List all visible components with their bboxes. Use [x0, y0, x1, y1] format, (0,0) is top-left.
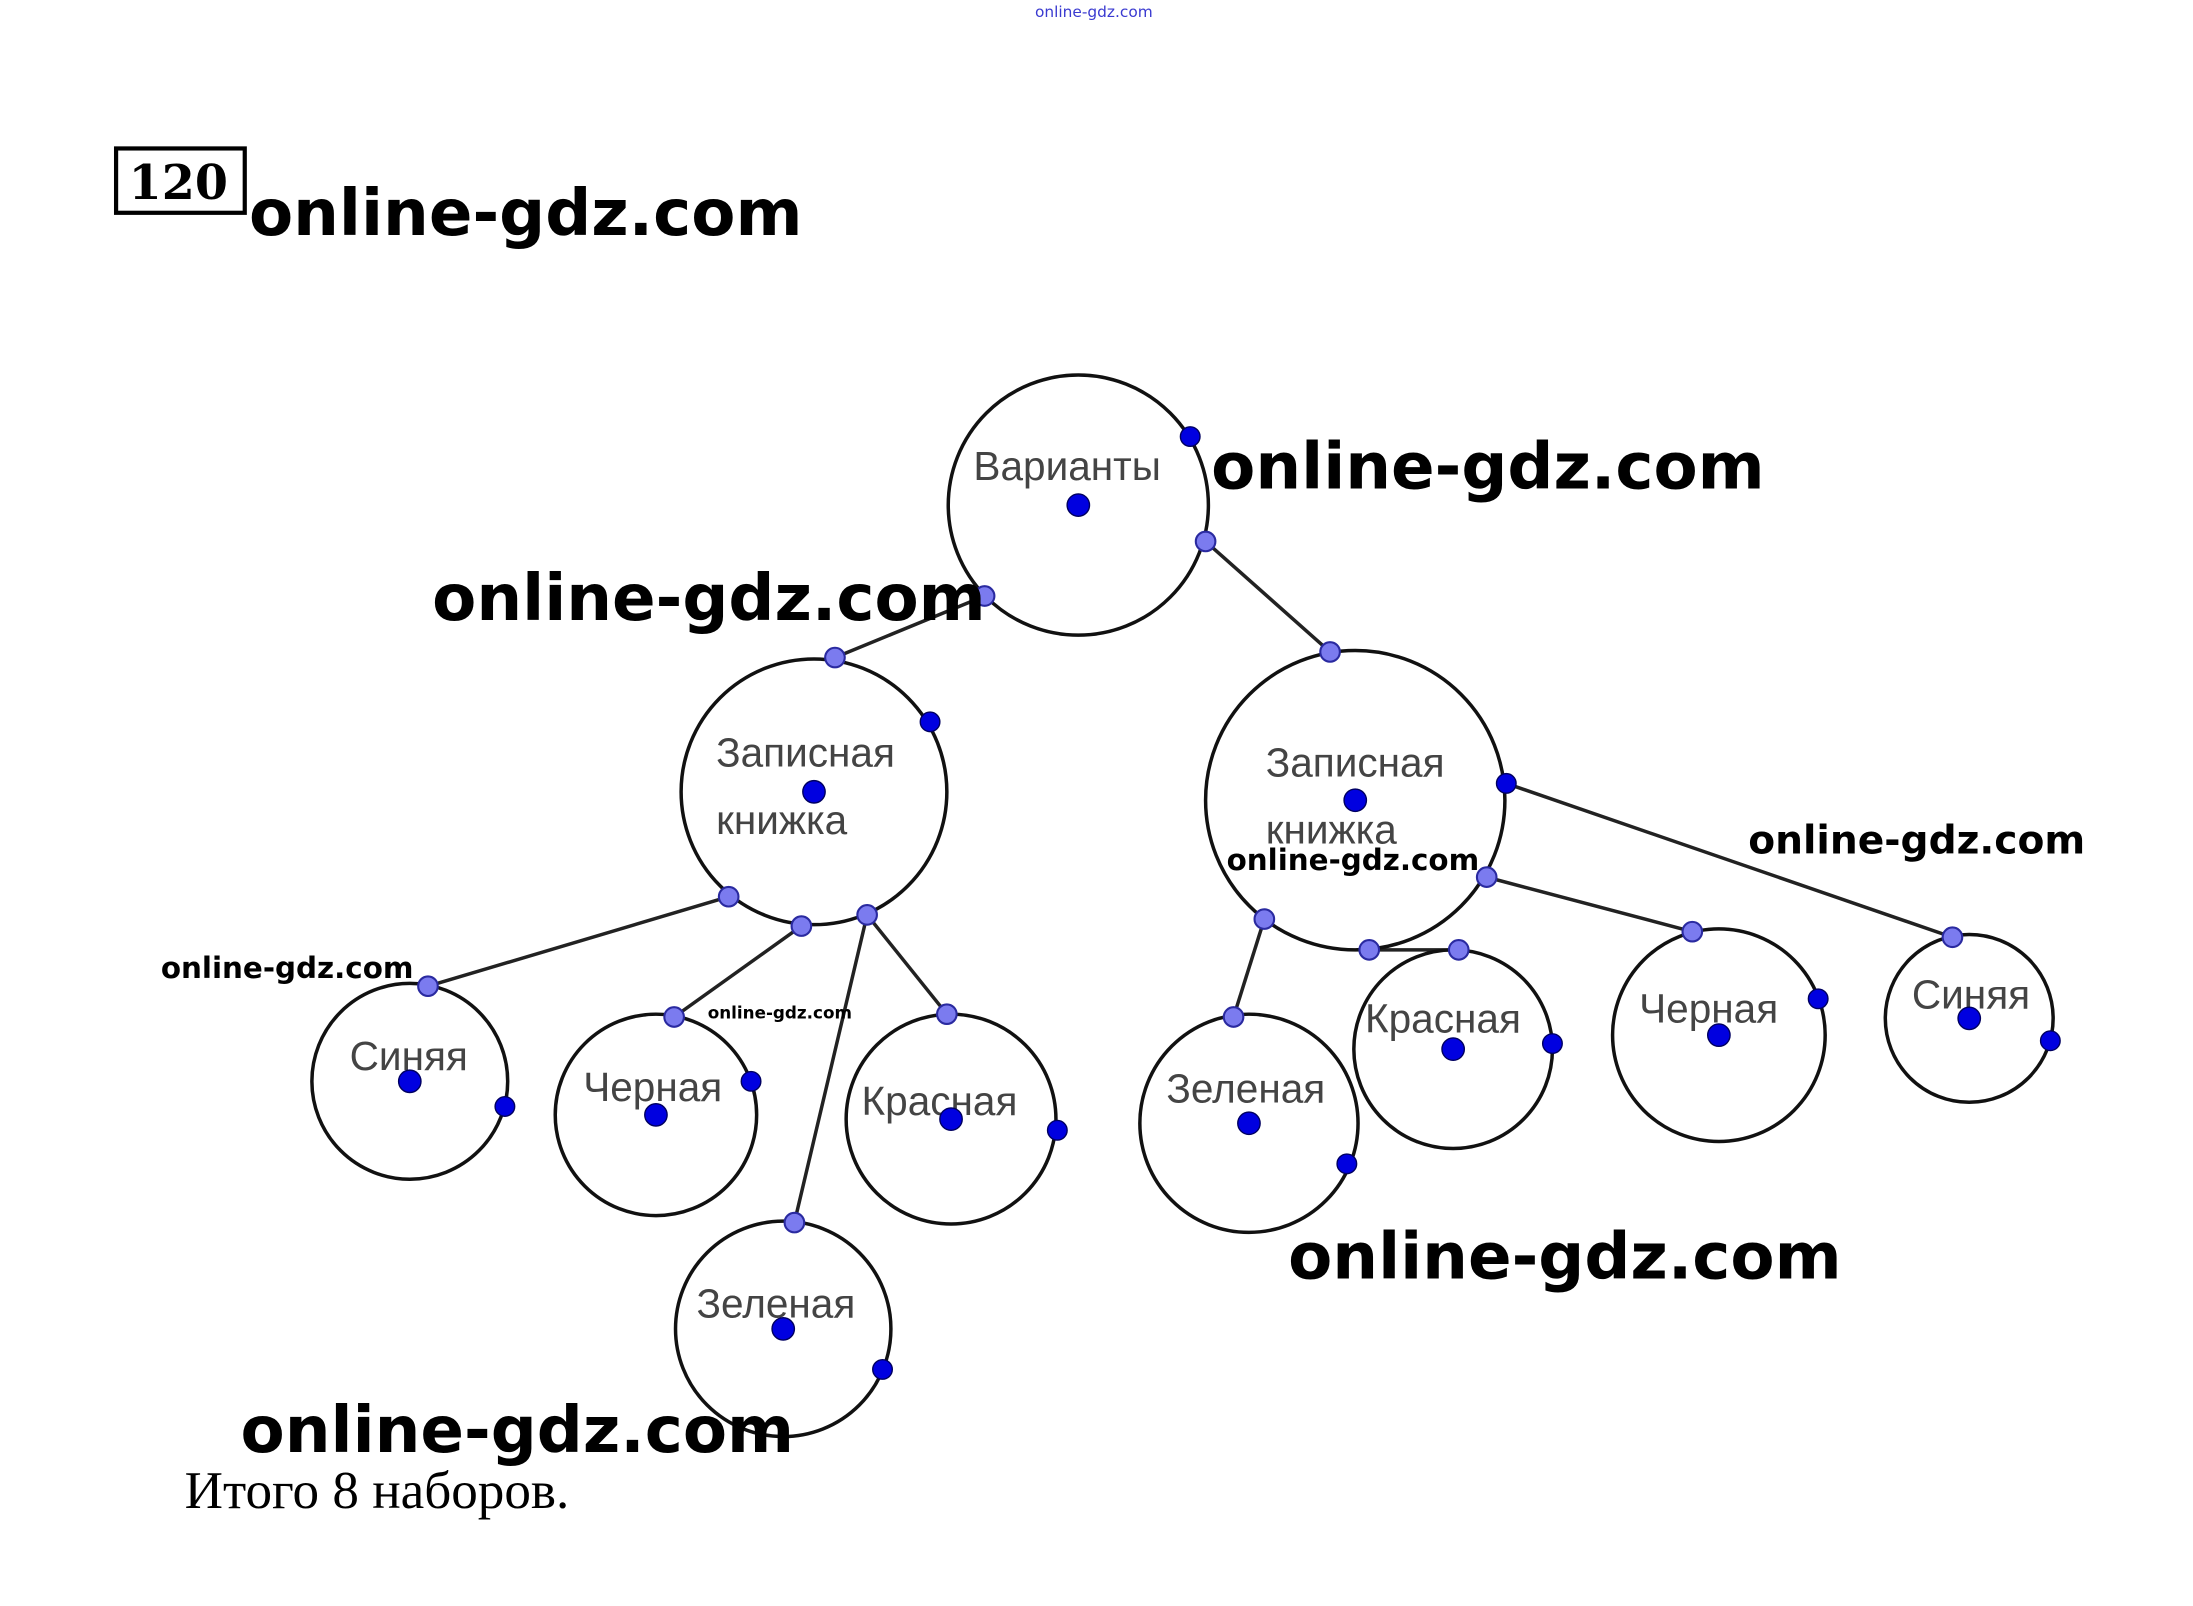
watermark: online-gdz.com — [432, 561, 986, 636]
center-point — [802, 779, 826, 804]
node-label: Варианты — [973, 443, 1160, 489]
edge — [1204, 540, 1332, 654]
problem-number: 120 — [129, 155, 228, 211]
edge — [427, 895, 730, 988]
edge-endpoint — [936, 1003, 958, 1026]
edge — [1486, 875, 1693, 934]
header-watermark: online-gdz.com — [1035, 3, 1153, 21]
watermark: online-gdz.com — [161, 951, 414, 985]
node-label: Зеленая — [697, 1281, 856, 1327]
center-point — [1957, 1006, 1982, 1031]
watermark: online-gdz.com — [1227, 843, 1480, 877]
radius-handle-point — [1495, 772, 1517, 794]
center-point — [397, 1069, 422, 1094]
leaf-black-right: Черная — [1610, 927, 1829, 1144]
edge — [1505, 781, 1954, 939]
center-point — [771, 1316, 796, 1341]
node-label: Черная — [1639, 986, 1778, 1032]
edge — [1231, 918, 1266, 1018]
center-point — [1237, 1111, 1261, 1136]
node-label: Красная — [862, 1078, 1018, 1124]
node-label: книжка — [716, 797, 848, 843]
center-point — [1066, 493, 1091, 517]
edge-endpoint — [1319, 641, 1341, 663]
edge-endpoint — [1222, 1006, 1245, 1028]
center-point — [1441, 1037, 1466, 1062]
node-label: Красная — [1365, 995, 1521, 1041]
edge — [834, 594, 986, 660]
edge — [792, 914, 869, 1223]
notebook-right-node: Записная книжка — [1203, 648, 1517, 952]
edge-endpoint — [1447, 939, 1470, 961]
root-node: Варианты — [946, 373, 1211, 637]
edge-endpoint — [783, 1211, 806, 1234]
radius-handle-point — [872, 1358, 894, 1380]
leaf-red-left: Красная — [844, 1012, 1068, 1226]
watermark: online-gdz.com — [241, 1393, 795, 1468]
edge — [673, 924, 803, 1019]
edge-endpoint — [1681, 920, 1704, 943]
watermark: online-gdz.com — [249, 176, 803, 251]
radius-handle-point — [1336, 1153, 1358, 1175]
edge — [865, 913, 949, 1016]
radius-handle-point — [2039, 1030, 2061, 1052]
edge-endpoint — [856, 904, 878, 926]
edge-endpoint — [417, 975, 439, 998]
total-sets-text: Итого 8 наборов. — [185, 1462, 570, 1520]
node-label: Зеленая — [1166, 1065, 1325, 1111]
leaf-blue-right: Синяя — [1883, 932, 2061, 1105]
edge-endpoint — [717, 885, 740, 908]
watermark: online-gdz.com — [1211, 429, 1765, 504]
radius-handle-point — [494, 1096, 516, 1117]
node-label: Черная — [583, 1064, 722, 1110]
leaf-blue-left: Синяя — [310, 981, 516, 1181]
radius-handle-point — [1179, 426, 1201, 448]
edge-endpoint — [1941, 926, 1964, 949]
radius-handle-point — [1807, 988, 1829, 1010]
radius-handle-point — [740, 1070, 762, 1092]
edge-endpoint — [824, 646, 846, 669]
leaf-green-right: Зеленая — [1138, 1012, 1360, 1235]
edge-endpoint — [1253, 908, 1276, 930]
radius-handle-point — [1541, 1033, 1563, 1055]
leaf-green-left: Зеленая — [673, 1219, 894, 1439]
node-label: книжка — [1266, 807, 1398, 853]
center-point — [939, 1107, 963, 1131]
edge-endpoint — [790, 915, 813, 937]
center-point — [644, 1102, 668, 1127]
edge-endpoint — [973, 585, 996, 607]
radius-handle-point — [919, 711, 941, 733]
edge-endpoint — [1358, 939, 1381, 961]
watermark: online-gdz.com — [1288, 1220, 1842, 1295]
watermarks: online-gdz.com online-gdz.com online-gdz… — [161, 176, 2085, 1468]
edge-endpoint — [1194, 530, 1217, 553]
center-point — [1706, 1023, 1731, 1048]
watermark: online-gdz.com — [708, 1002, 852, 1022]
leaf-red-right: Красная — [1352, 948, 1563, 1151]
leaf-black-left: Черная — [553, 1012, 762, 1218]
notebook-left-node: Записная книжка — [679, 657, 949, 927]
edge-endpoint — [1475, 866, 1498, 888]
node-label: Записная — [1266, 739, 1445, 785]
edge-endpoint — [663, 1006, 685, 1028]
problem-number-box — [113, 146, 247, 215]
edges — [427, 540, 1954, 1223]
radius-handle-point — [1046, 1119, 1068, 1141]
node-label: Записная — [716, 730, 895, 776]
watermark: online-gdz.com — [1748, 818, 2085, 863]
center-point — [1343, 788, 1368, 813]
